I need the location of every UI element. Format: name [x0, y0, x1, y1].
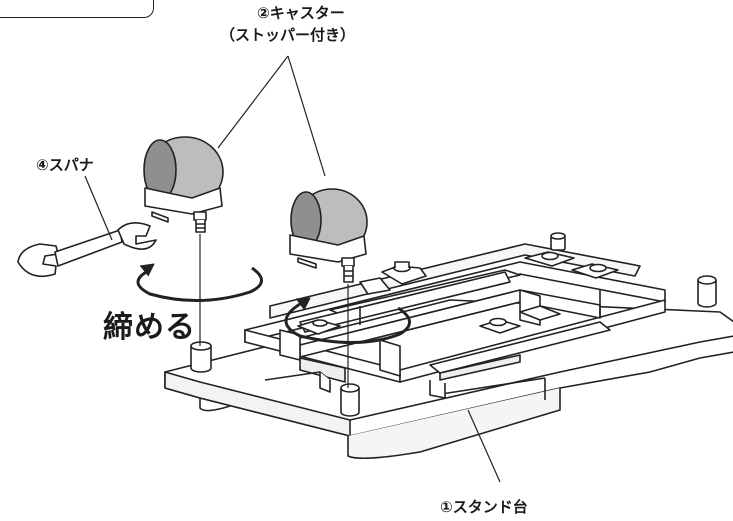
caster-sublabel: （ストッパー付き）: [220, 26, 356, 44]
spanner: [17, 222, 157, 278]
caster-label: ②キャスター: [257, 4, 345, 22]
stand-posts: [190, 275, 717, 417]
stand-clamps: [297, 232, 619, 335]
caster-right: [289, 188, 368, 283]
stand-label: ①スタンド台: [440, 498, 528, 516]
step-header-tab: [0, 0, 154, 18]
spanner-label: ④スパナ: [36, 156, 94, 174]
tighten-label: 締める: [103, 310, 196, 345]
stand-base: [164, 299, 733, 460]
stand-frame: [244, 243, 666, 399]
caster-left: [143, 136, 224, 233]
guide-lines: [84, 55, 501, 483]
